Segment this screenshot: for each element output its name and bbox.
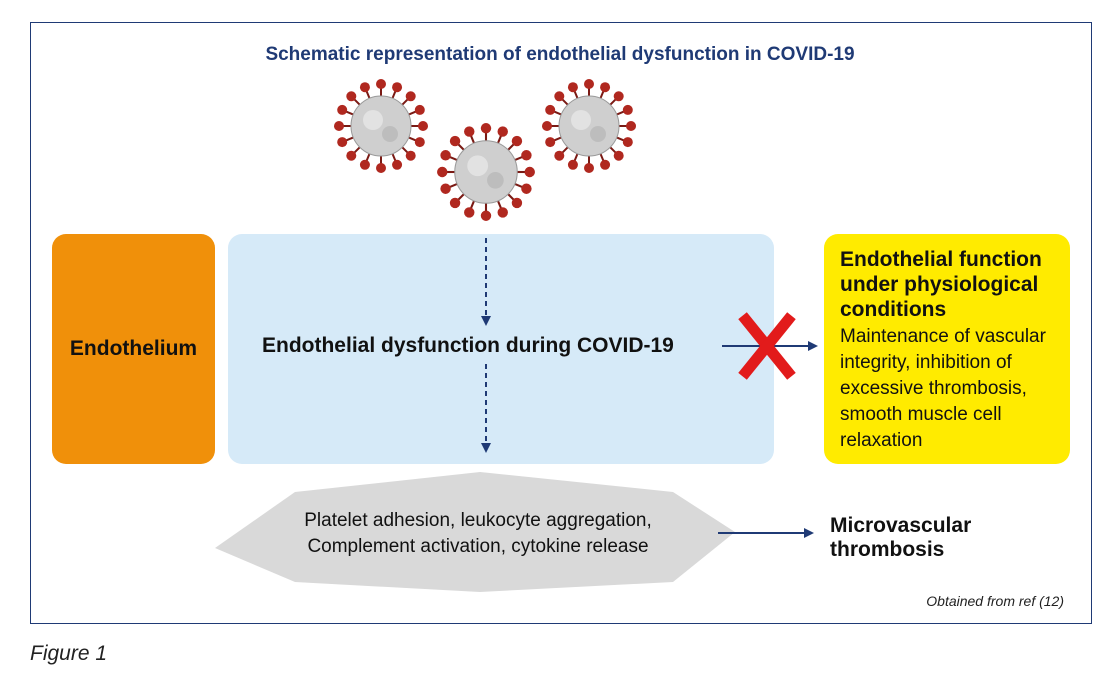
figure-caption: Figure 1 [30, 642, 108, 665]
process-hexagon [215, 472, 735, 592]
dysfunction-box [228, 234, 774, 464]
coronavirus-icon [334, 79, 428, 173]
endothelium-box: Endothelium [52, 234, 215, 464]
diagram-title: Schematic representation of endothelial … [265, 44, 855, 65]
coronavirus-icon [542, 79, 636, 173]
physiological-body: Maintenance of vascular integrity, inhib… [840, 326, 1046, 451]
endothelium-label: Endothelium [69, 337, 198, 360]
outcome-line-2: thrombosis [830, 538, 945, 561]
process-line-2: Complement activation, cytokine release [307, 536, 649, 557]
physiological-title: Endothelial function under physiological… [840, 248, 1042, 321]
physiological-box: Endothelial function under physiological… [824, 234, 1070, 464]
process-line-1: Platelet adhesion, leukocyte aggregation… [304, 510, 652, 531]
red-x-icon [738, 312, 796, 380]
outcome-line-1: Microvascular [830, 514, 972, 537]
source-note: Obtained from ref (12) [926, 593, 1064, 609]
process-text: Platelet adhesion, leukocyte aggregation… [268, 508, 688, 560]
coronavirus-icon [437, 123, 535, 221]
outcome-text: Microvascular thrombosis [830, 514, 971, 562]
dysfunction-label: Endothelial dysfunction during COVID-19 [262, 334, 674, 357]
